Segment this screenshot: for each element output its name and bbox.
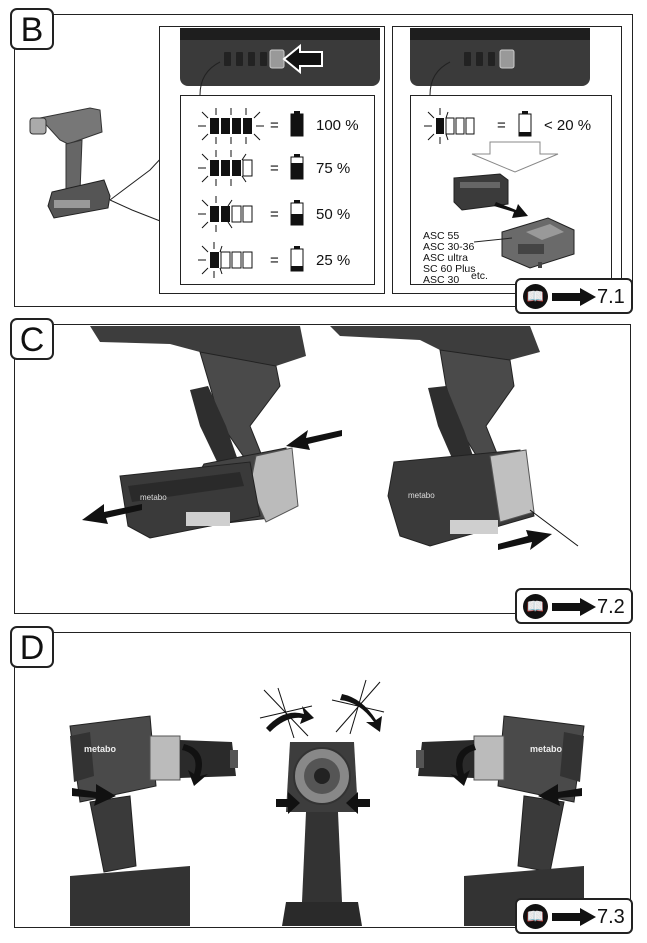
reference-number: 7.3	[597, 906, 625, 928]
equals-25: =	[270, 252, 279, 269]
battery-top-photo-left	[180, 28, 380, 86]
reference-badge-d[interactable]: 📖 7.3	[515, 898, 633, 934]
section-d-label: D	[10, 626, 54, 668]
brand-label-right: metabo	[408, 491, 435, 500]
percent-75: 75 %	[316, 160, 351, 177]
reference-number: 7.1	[597, 286, 625, 308]
led-row-75	[198, 150, 253, 186]
drill-battery-removal-illustration: metabo	[90, 326, 306, 539]
brand-label-left: metabo	[140, 493, 167, 502]
rotate-left-symbol	[259, 687, 314, 739]
release-button-callout	[529, 509, 579, 547]
push-arrow-left-drill	[286, 430, 342, 450]
right-arrow-icon	[552, 908, 596, 926]
equals-75: =	[270, 160, 279, 177]
led-row-100	[198, 108, 264, 144]
speech-pointer-right	[429, 61, 451, 96]
charger-item: ASC 55	[423, 230, 460, 242]
charger-etc: etc.	[471, 270, 488, 282]
equals-100: =	[270, 117, 279, 134]
rotate-right-symbol	[331, 679, 385, 735]
percent-25: 25 %	[316, 252, 351, 269]
battery-icon-75	[290, 154, 304, 180]
charger-list: ASC 55 ASC 30-36 ASC ultra SC 60 Plus AS…	[423, 231, 476, 286]
charger-item: ASC 30	[423, 274, 460, 286]
reference-number: 7.2	[597, 596, 625, 618]
led-row-50	[198, 196, 253, 232]
battery-icon-50	[290, 200, 304, 226]
insert-arrow-icon	[494, 202, 528, 218]
equals-low: =	[497, 117, 506, 134]
section-c-label: C	[10, 318, 54, 360]
right-arrow-icon	[552, 288, 596, 306]
brand-label-d-right: metabo	[530, 744, 563, 754]
equals-50: =	[270, 206, 279, 223]
reference-badge-b[interactable]: 📖 7.1	[515, 278, 633, 314]
percent-50: 50 %	[316, 206, 351, 223]
charger-item: ASC 30-36	[423, 241, 475, 253]
manual-book-icon: 📖	[523, 904, 548, 929]
battery-pack-illustration	[453, 173, 509, 211]
drill-battery-insert-illustration: metabo	[330, 326, 540, 547]
led-row-low	[424, 108, 475, 144]
squeeze-arrow-right	[346, 792, 370, 814]
rotate-arrow-chuck-right	[450, 744, 476, 786]
manual-book-icon: 📖	[523, 284, 548, 309]
manual-book-icon: 📖	[523, 594, 548, 619]
squeeze-arrow-left	[276, 792, 300, 814]
down-arrow-icon	[471, 141, 559, 173]
charger-item: SC 60 Plus	[423, 263, 476, 275]
percent-low: < 20 %	[544, 117, 592, 134]
push-arrow-d-left	[72, 784, 116, 806]
drill-front-view	[282, 742, 362, 926]
charger-item: ASC ultra	[423, 252, 468, 264]
push-arrow-d-right	[538, 784, 582, 806]
section-b-label: B	[10, 8, 54, 50]
brand-label-d-left: metabo	[84, 744, 117, 754]
percent-100: 100 %	[316, 117, 359, 134]
battery-icon-25	[290, 246, 304, 272]
slide-out-arrow	[82, 504, 142, 524]
charger-illustration	[501, 217, 575, 269]
right-arrow-icon	[552, 598, 596, 616]
battery-icon-low	[518, 111, 532, 137]
charger-callout-line	[473, 237, 513, 243]
battery-icon-100	[290, 111, 304, 137]
rotate-arrow-chuck-left	[182, 744, 208, 786]
drill-illustration-b	[29, 107, 111, 219]
battery-top-photo-right	[410, 28, 590, 86]
reference-badge-c[interactable]: 📖 7.2	[515, 588, 633, 624]
drill-side-view-left: metabo	[69, 715, 238, 926]
drill-side-view-right: metabo	[416, 715, 585, 926]
push-in-arrow	[498, 530, 552, 550]
led-row-25	[198, 242, 253, 278]
speech-pointer-left	[199, 61, 221, 96]
